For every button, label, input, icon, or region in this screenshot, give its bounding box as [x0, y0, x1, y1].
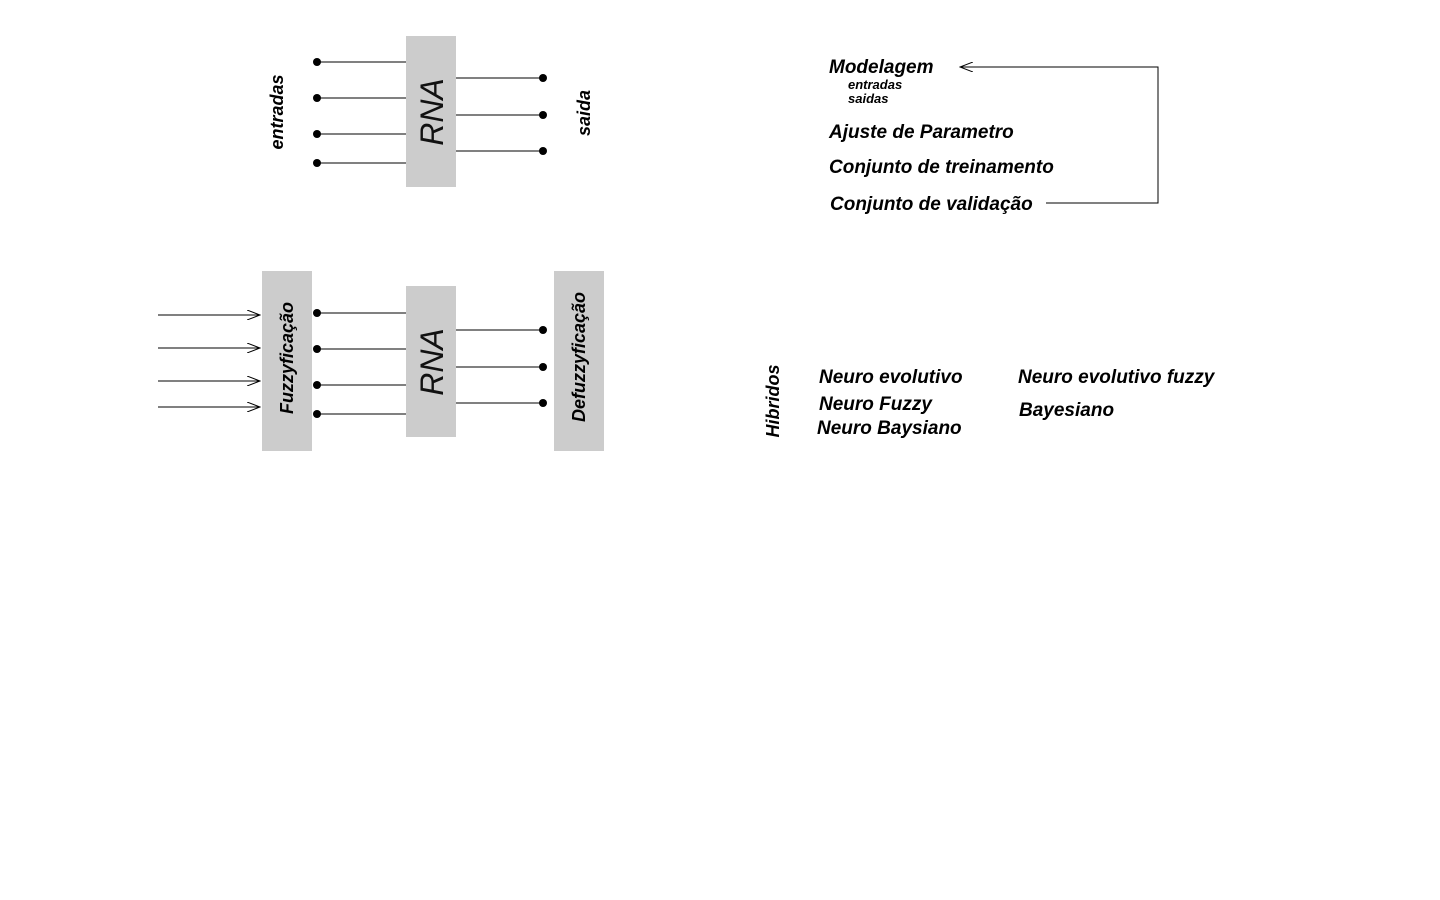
node — [313, 381, 321, 389]
rna-diagram-fuzzy: Fuzzyficação RNA Defuzzyficação — [158, 271, 604, 451]
hidden-wires-in — [313, 309, 407, 418]
node — [313, 309, 321, 317]
output-wires — [456, 74, 547, 155]
output-node — [539, 111, 547, 119]
input-node — [313, 94, 321, 102]
input-node — [313, 58, 321, 66]
node — [539, 363, 547, 371]
rna-block-label: RNA — [414, 78, 450, 146]
hybrid-item: Neuro Fuzzy — [819, 394, 933, 415]
hybrid-item: Bayesiano — [1019, 400, 1114, 421]
output-node — [539, 147, 547, 155]
input-node — [313, 159, 321, 167]
output-node — [539, 74, 547, 82]
design-steps: Modelagem entradas saidas Ajuste de Para… — [828, 57, 1159, 215]
step-sub-saidas: saidas — [848, 91, 888, 106]
output-label: saida — [574, 90, 594, 136]
hidden-wires-out — [456, 326, 547, 407]
step-ajuste: Ajuste de Parametro — [828, 122, 1014, 143]
input-node — [313, 130, 321, 138]
rna-block — [406, 36, 456, 187]
node — [313, 410, 321, 418]
node — [539, 399, 547, 407]
node — [313, 345, 321, 353]
hybrid-item: Neuro evolutivo — [819, 367, 963, 388]
input-arrows — [158, 315, 260, 407]
hybrid-item: Neuro evolutivo fuzzy — [1018, 367, 1216, 388]
feedback-arrow — [960, 67, 1159, 204]
node — [539, 326, 547, 334]
inputs-label: entradas — [267, 74, 287, 149]
fuzzification-block — [262, 271, 312, 451]
input-wires — [313, 58, 407, 167]
defuzzification-block — [554, 271, 604, 451]
hybrids-heading: Hibridos — [763, 364, 783, 437]
hybrids-section: Hibridos Neuro evolutivo Neuro Fuzzy Neu… — [763, 364, 1216, 439]
step-validacao: Conjunto de validação — [830, 194, 1033, 215]
rna-block — [406, 286, 456, 437]
step-sub-entradas: entradas — [848, 77, 902, 92]
rna-diagram-simple: entradas RNA saida — [267, 36, 594, 187]
step-modelagem: Modelagem — [829, 57, 934, 78]
fuzzification-label: Fuzzyficação — [277, 302, 297, 414]
hybrid-item: Neuro Baysiano — [817, 418, 962, 439]
rna-block-label: RNA — [414, 328, 450, 396]
defuzzification-label: Defuzzyficação — [569, 292, 589, 422]
step-treinamento: Conjunto de treinamento — [829, 157, 1054, 178]
